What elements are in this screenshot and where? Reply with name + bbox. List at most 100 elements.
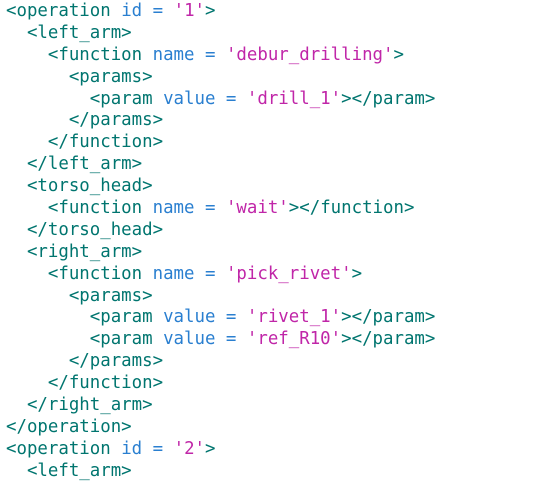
code-line: </function> — [6, 132, 435, 154]
whitespace-token — [215, 329, 225, 349]
xml-attribute-token: value — [163, 329, 216, 350]
code-indent — [6, 154, 27, 174]
xml-tag-token: ></param> — [341, 329, 436, 350]
whitespace-token — [142, 439, 152, 459]
code-line: <params> — [6, 67, 435, 89]
xml-tag-token: </params> — [68, 351, 164, 372]
whitespace-token — [236, 89, 246, 109]
xml-string-token: 'rivet_1' — [246, 307, 342, 328]
whitespace-token — [215, 264, 225, 284]
code-indent — [6, 45, 48, 65]
whitespace-token — [142, 1, 152, 21]
code-indent — [6, 220, 27, 240]
whitespace-token — [195, 198, 205, 218]
xml-tag-token: > — [351, 263, 363, 284]
xml-operator-token: = — [204, 44, 216, 65]
whitespace-token — [153, 307, 163, 327]
xml-tag-token: </operation> — [6, 416, 132, 437]
code-indent — [6, 67, 69, 87]
whitespace-token — [236, 307, 246, 327]
xml-tag-token: </torso_head> — [26, 219, 164, 240]
whitespace-token — [195, 264, 205, 284]
xml-tag-token: </left_arm> — [26, 154, 143, 175]
whitespace-token — [163, 439, 173, 459]
xml-operator-token: = — [204, 198, 216, 219]
code-indent — [6, 198, 48, 218]
xml-string-token: 'ref_R10' — [246, 329, 342, 350]
xml-string-token: '1' — [173, 1, 206, 21]
xml-tag-token: ></param> — [341, 307, 436, 328]
xml-operator-token: = — [225, 88, 237, 109]
xml-tag-token: <params> — [68, 66, 153, 87]
code-line: <param value = 'drill_1'></param> — [6, 88, 436, 111]
xml-string-token: 'debur_drilling' — [225, 44, 394, 65]
xml-tag-token: > — [205, 1, 216, 21]
code-indent — [6, 286, 69, 306]
xml-tag-token: <operation — [6, 438, 111, 459]
xml-tag-token: <param — [89, 329, 153, 350]
code-indent — [6, 242, 27, 262]
xml-string-token: 'pick_rivet' — [225, 263, 352, 284]
code-line: </params> — [6, 351, 435, 373]
code-line: <params> — [6, 286, 435, 308]
xml-operator-token: = — [225, 329, 237, 350]
whitespace-token — [111, 439, 121, 459]
xml-operator-token: = — [225, 307, 237, 328]
code-indent — [6, 110, 69, 130]
code-indent — [6, 307, 90, 327]
whitespace-token — [142, 264, 152, 284]
code-line: <right_arm> — [6, 242, 435, 264]
code-line: <left_arm> — [6, 23, 435, 45]
xml-operator-token: = — [152, 438, 164, 459]
xml-tag-token: <right_arm> — [26, 241, 143, 262]
xml-operator-token: = — [152, 1, 164, 21]
whitespace-token — [142, 198, 152, 218]
whitespace-token — [236, 329, 246, 349]
xml-attribute-token: name — [152, 198, 195, 219]
xml-tag-token: <operation — [6, 1, 111, 21]
xml-tag-token: <function — [47, 44, 143, 65]
code-line: <left_arm> — [6, 461, 435, 483]
code-line: </function> — [6, 373, 435, 395]
xml-string-token: 'wait' — [225, 198, 289, 219]
code-line: <torso_head> — [6, 176, 435, 198]
whitespace-token — [215, 307, 225, 327]
whitespace-token — [153, 329, 163, 349]
whitespace-token — [142, 45, 152, 65]
xml-string-token: '2' — [173, 438, 206, 459]
xml-tag-token: > — [205, 438, 216, 459]
code-indent — [6, 264, 48, 284]
code-line: </operation> — [6, 417, 435, 439]
code-indent — [6, 89, 90, 109]
xml-tag-token: </params> — [68, 110, 164, 131]
whitespace-token — [215, 89, 225, 109]
xml-tag-token: ></function> — [288, 198, 415, 219]
code-line: </params> — [6, 110, 435, 132]
xml-attribute-token: id — [121, 438, 143, 459]
xml-tag-token: <torso_head> — [26, 176, 153, 197]
whitespace-token — [215, 198, 225, 218]
code-line: </right_arm> — [6, 395, 435, 417]
whitespace-token — [111, 1, 121, 21]
whitespace-token — [195, 45, 205, 65]
code-line: <function name = 'pick_rivet'> — [6, 264, 435, 286]
xml-code-block: <operation id = '1'> <left_arm> <functio… — [6, 1, 435, 483]
code-indent — [6, 176, 27, 196]
xml-attribute-token: name — [152, 44, 195, 65]
xml-attribute-token: name — [152, 263, 195, 284]
code-line: </left_arm> — [6, 154, 435, 176]
xml-attribute-token: id — [121, 1, 143, 21]
whitespace-token — [215, 45, 225, 65]
xml-tag-token: <left_arm> — [26, 22, 132, 43]
code-indent — [6, 351, 69, 371]
xml-tag-token: <params> — [68, 285, 153, 306]
code-line: </torso_head> — [6, 220, 435, 242]
xml-tag-token: ></param> — [341, 88, 436, 109]
code-line: <function name = 'wait'></function> — [6, 198, 435, 220]
code-indent — [6, 373, 48, 393]
xml-tag-token: </right_arm> — [26, 395, 153, 416]
code-line: <function name = 'debur_drilling'> — [6, 45, 435, 67]
code-indent — [6, 132, 48, 152]
xml-tag-token: > — [393, 44, 404, 65]
code-indent — [6, 395, 27, 415]
